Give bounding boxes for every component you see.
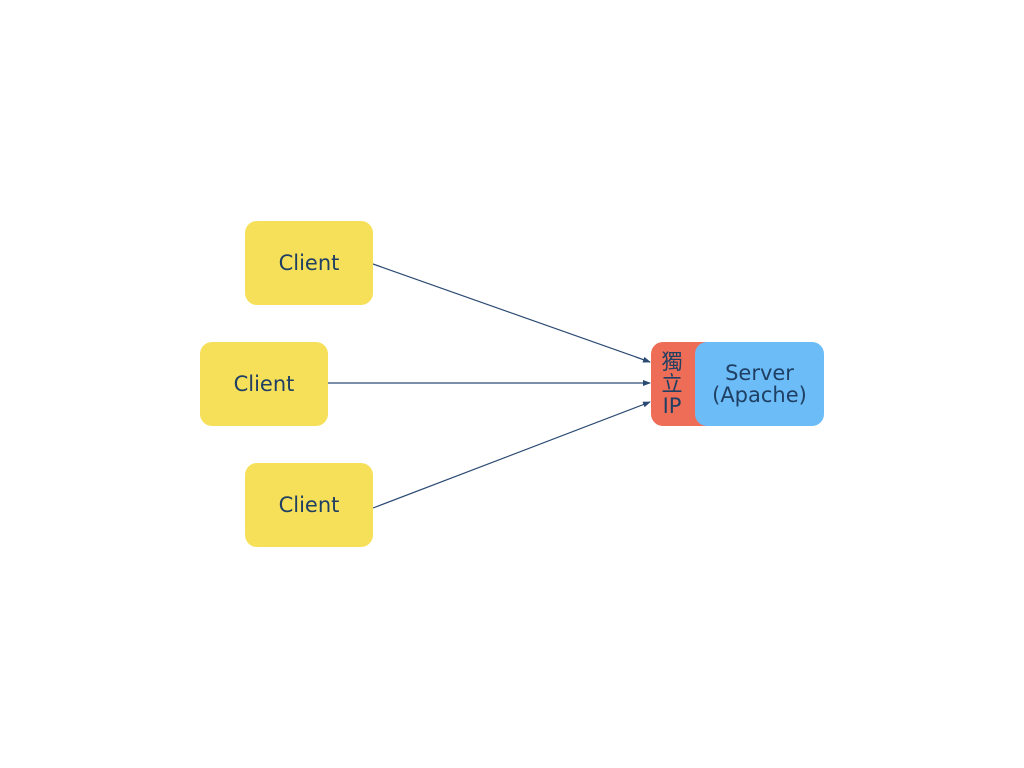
client-node-1: Client [245, 221, 373, 305]
server-name: Server [725, 361, 794, 385]
arrow-client-1-to-ip [372, 263, 651, 363]
client-node-2: Client [200, 342, 328, 426]
client-node-label: Client [278, 493, 340, 517]
dedicated-ip-label: 獨立IP [661, 350, 683, 418]
client-node-label: Client [233, 372, 295, 396]
server-software: (Apache) [712, 383, 807, 407]
arrow-client-3-to-ip [372, 401, 651, 509]
server-node: Server (Apache) [695, 342, 824, 426]
client-node-label: Client [278, 251, 340, 275]
client-node-3: Client [245, 463, 373, 547]
